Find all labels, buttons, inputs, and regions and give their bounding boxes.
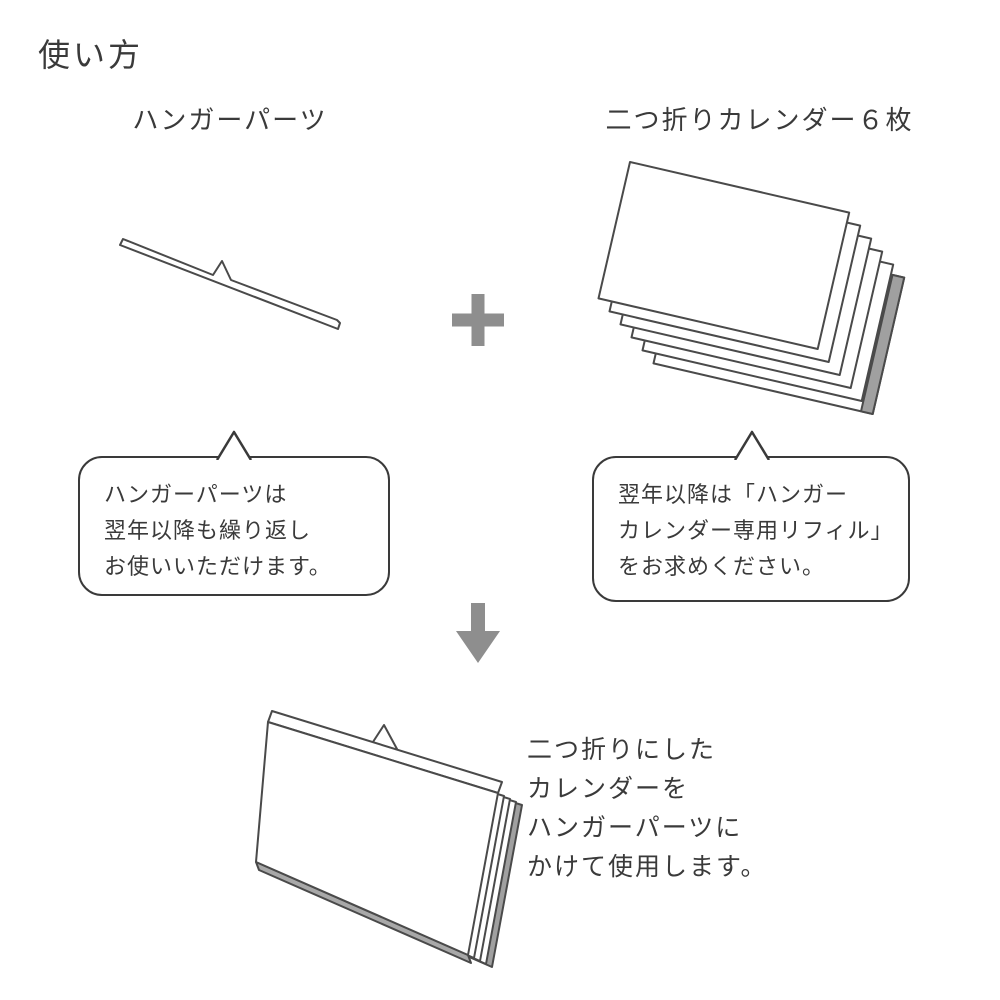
page-title: 使い方 bbox=[38, 36, 144, 74]
plus-icon bbox=[452, 294, 504, 346]
usage-line: 二つ折りにした bbox=[527, 735, 717, 764]
bubble-line: 翌年以降も繰り返し bbox=[104, 519, 312, 544]
usage-line: カレンダーを bbox=[527, 774, 690, 803]
calendar-sheets-label: 二つ折りカレンダー６枚 bbox=[605, 106, 914, 136]
bubble-line: 翌年以降は「ハンガー bbox=[618, 483, 849, 508]
hanger-parts-label: ハンガーパーツ bbox=[132, 106, 328, 136]
bubble-pointer-icon bbox=[733, 430, 771, 460]
down-arrow-icon bbox=[456, 603, 500, 663]
usage-description: 二つ折りにした カレンダーを ハンガーパーツに かけて使用します。 bbox=[527, 730, 768, 886]
bubble-line: をお求めください。 bbox=[618, 555, 826, 580]
hanger-parts-note-bubble: ハンガーパーツは 翌年以降も繰り返し お使いいただけます。 bbox=[78, 456, 390, 596]
assembled-calendar-icon bbox=[255, 710, 523, 968]
usage-line: ハンガーパーツに bbox=[527, 813, 743, 842]
bubble-pointer-icon bbox=[215, 430, 253, 460]
hanger-parts-note-text: ハンガーパーツは 翌年以降も繰り返し お使いいただけます。 bbox=[80, 458, 388, 586]
bubble-line: お使いいただけます。 bbox=[104, 555, 332, 580]
hanger-bar-icon bbox=[119, 238, 341, 330]
bubble-line: ハンガーパーツは bbox=[104, 483, 288, 508]
usage-line: かけて使用します。 bbox=[527, 852, 768, 881]
refill-note-text: 翌年以降は「ハンガー カレンダー専用リフィル」 をお求めください。 bbox=[594, 458, 908, 586]
calendar-sheets-stack-icon bbox=[597, 161, 906, 415]
bubble-line: カレンダー専用リフィル」 bbox=[618, 519, 894, 544]
refill-note-bubble: 翌年以降は「ハンガー カレンダー専用リフィル」 をお求めください。 bbox=[592, 456, 910, 602]
